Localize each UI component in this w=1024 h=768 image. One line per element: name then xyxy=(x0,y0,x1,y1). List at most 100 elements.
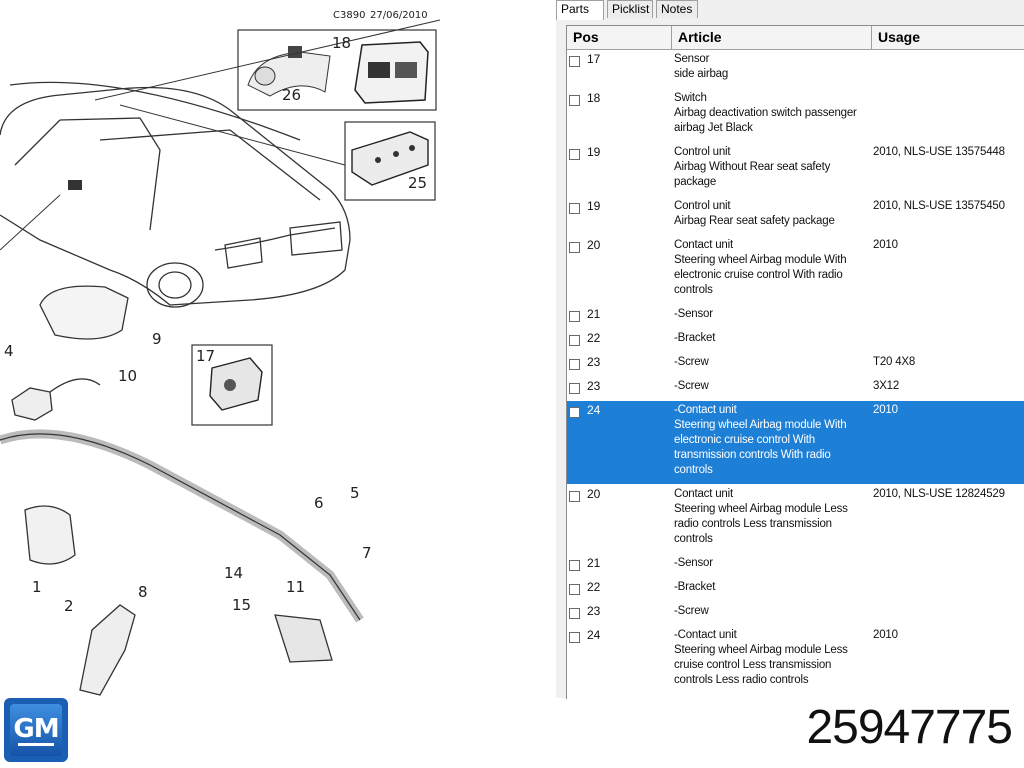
row-checkbox[interactable] xyxy=(569,632,580,643)
row-checkbox[interactable] xyxy=(569,56,580,67)
callout-2: 2 xyxy=(64,597,74,615)
tab-notes[interactable]: Notes xyxy=(656,0,698,18)
callout-9: 9 xyxy=(152,330,162,348)
gm-logo: GM xyxy=(4,698,68,762)
row-pos: 20 xyxy=(587,238,601,252)
row-article: Control unit Airbag Without Rear seat sa… xyxy=(674,146,831,188)
callout-5: 5 xyxy=(350,484,360,502)
inset-box-17 xyxy=(191,344,273,426)
row-pos: 19 xyxy=(587,145,601,159)
inset-box-25 xyxy=(344,121,436,201)
callout-4: 4 xyxy=(4,342,14,360)
airbag-components xyxy=(0,194,364,696)
row-pos: 22 xyxy=(587,331,601,345)
inset-box-18-26 xyxy=(237,29,437,111)
row-pos: 24 xyxy=(587,628,601,642)
row-checkbox[interactable] xyxy=(569,608,580,619)
parts-panel: Parts Picklist Notes Pos Article Usage 1… xyxy=(556,0,1024,699)
parts-table: Pos Article Usage 17 Sensor side airbag 18… xyxy=(566,25,1024,699)
column-header-usage[interactable]: Usage xyxy=(878,29,921,45)
table-row[interactable]: 20 Contact unit Steering wheel Airbag mod… xyxy=(567,236,1024,304)
part-number: 25947775 xyxy=(806,701,1013,754)
row-article: Switch Airbag deactivation switch passen… xyxy=(674,92,857,134)
row-article: Sensor side airbag xyxy=(674,53,729,80)
callout-14: 14 xyxy=(224,564,243,582)
table-row[interactable]: 23 -Screw xyxy=(567,602,1024,625)
callout-6: 6 xyxy=(314,494,324,512)
tab-parts[interactable]: Parts xyxy=(556,0,604,20)
table-row[interactable]: 21-Sensor xyxy=(567,305,1024,328)
row-checkbox[interactable] xyxy=(569,335,580,346)
row-article: Contact unit Steering wheel Airbag modul… xyxy=(674,488,848,545)
airbag-switch-part xyxy=(354,41,429,104)
row-article: -Bracket xyxy=(674,581,716,593)
column-header-pos[interactable]: Pos xyxy=(567,26,672,49)
row-pos: 18 xyxy=(587,91,601,105)
car-outline xyxy=(0,19,441,308)
row-pos: 20 xyxy=(587,487,601,501)
row-checkbox[interactable] xyxy=(569,242,580,253)
row-pos: 19 xyxy=(587,199,601,213)
table-row[interactable]: 24-Contact unit Steering wheel Airbag mo… xyxy=(567,626,1024,694)
row-checkbox[interactable] xyxy=(569,491,580,502)
callout-26: 26 xyxy=(282,86,301,104)
table-row[interactable]: 20 Contact unit Steering wheel Airbag mod… xyxy=(567,485,1024,553)
callout-25: 25 xyxy=(408,174,427,192)
callout-10: 10 xyxy=(118,367,137,385)
table-row[interactable]: 17 Sensor side airbag xyxy=(567,50,1024,88)
row-pos: 24 xyxy=(587,403,601,417)
row-checkbox[interactable] xyxy=(569,95,580,106)
switch-connector-part xyxy=(368,62,390,78)
row-article: -Screw xyxy=(674,356,709,368)
callout-15: 15 xyxy=(232,596,251,614)
table-row[interactable]: 23 -Screw T20 4X8 xyxy=(567,353,1024,376)
row-article: -Screw xyxy=(674,605,709,617)
switch-bezel-part xyxy=(247,51,331,97)
column-header-article[interactable]: Article xyxy=(672,26,872,49)
switch-knob-part xyxy=(254,66,276,86)
row-usage: 2010, NLS-USE 13575450 xyxy=(873,200,1005,212)
callout-8: 8 xyxy=(138,583,148,601)
row-pos: 23 xyxy=(587,604,601,618)
row-checkbox[interactable] xyxy=(569,203,580,214)
tab-bar: Parts Picklist Notes xyxy=(556,0,1024,20)
row-usage: 2010 xyxy=(873,629,898,641)
parts-diagram: C3890 27/06/2010 xyxy=(0,0,556,700)
row-pos: 23 xyxy=(587,355,601,369)
row-checkbox[interactable] xyxy=(569,383,580,394)
row-checkbox[interactable] xyxy=(569,560,580,571)
callout-17: 17 xyxy=(196,347,215,365)
table-row[interactable]: 22 -Bracket xyxy=(567,329,1024,352)
table-row[interactable]: 24 -Contact unit Steering wheel Airbag mo… xyxy=(567,401,1024,484)
row-article: -Sensor xyxy=(674,557,713,569)
callout-11: 11 xyxy=(286,578,305,596)
row-checkbox[interactable] xyxy=(569,311,580,322)
row-checkbox[interactable] xyxy=(569,149,580,160)
row-pos: 23 xyxy=(587,379,601,393)
table-row[interactable]: 21-Sensor xyxy=(567,554,1024,577)
row-pos: 21 xyxy=(587,307,601,321)
row-article: Control unit Airbag Rear seat safety pac… xyxy=(674,200,835,227)
row-article: Contact unit Steering wheel Airbag modul… xyxy=(674,239,847,296)
row-usage: T20 4X8 xyxy=(873,356,916,368)
table-row[interactable]: 18 Switch Airbag deactivation switch pass… xyxy=(567,89,1024,142)
table-header: Pos Article Usage xyxy=(567,26,1024,50)
row-checkbox[interactable] xyxy=(569,584,580,595)
table-row[interactable]: 22 -Bracket xyxy=(567,578,1024,601)
switch-connector-part-2 xyxy=(395,62,417,78)
callout-1: 1 xyxy=(32,578,42,596)
row-article: -Contact unit Steering wheel Airbag modu… xyxy=(674,404,847,476)
callout-7: 7 xyxy=(362,544,372,562)
table-row[interactable]: 19 Control unit Airbag Rear seat safety p… xyxy=(567,197,1024,235)
row-article: -Bracket xyxy=(674,332,716,344)
table-row[interactable]: 19 Control unit Airbag Without Rear seat … xyxy=(567,143,1024,196)
row-checkbox[interactable] xyxy=(569,359,580,370)
row-usage: 2010 xyxy=(873,239,898,251)
row-pos: 22 xyxy=(587,580,601,594)
gm-logo-text: GM xyxy=(13,714,59,744)
row-pos: 17 xyxy=(587,52,601,66)
tab-picklist[interactable]: Picklist xyxy=(607,0,653,18)
row-checkbox[interactable] xyxy=(569,407,580,418)
control-unit-part xyxy=(351,131,429,186)
